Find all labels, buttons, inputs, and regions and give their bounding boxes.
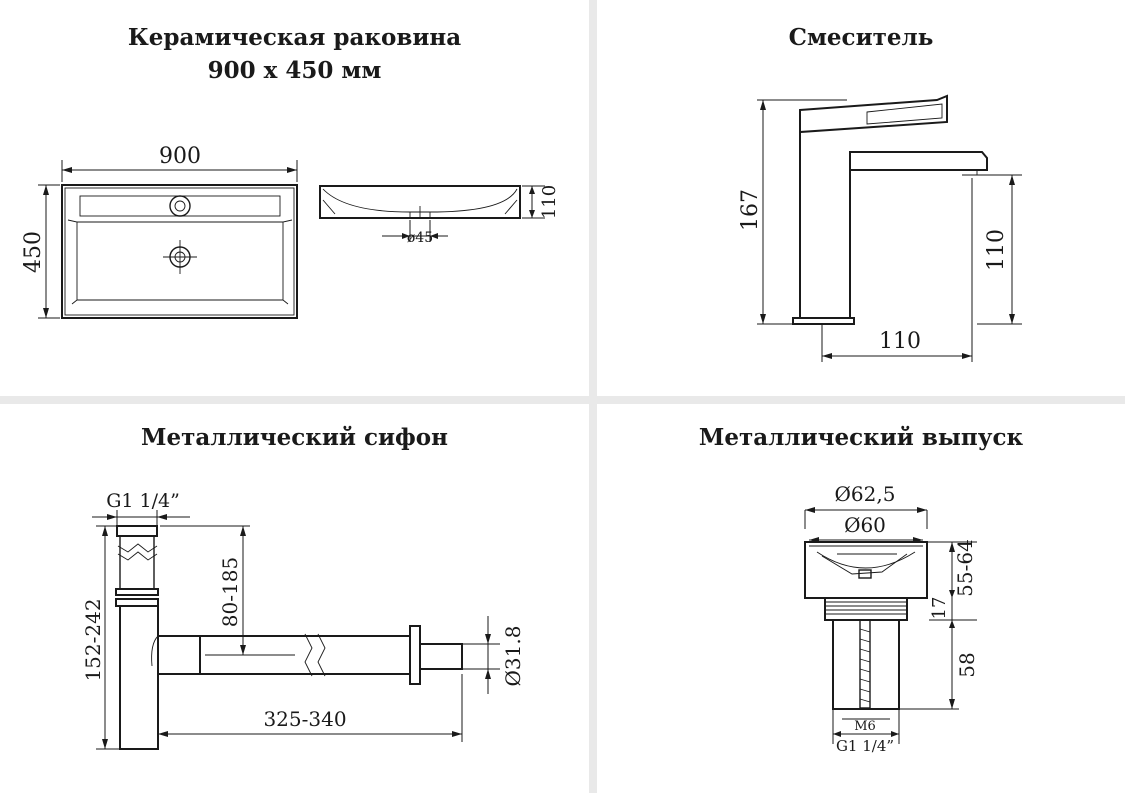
drain-body-label: 58 bbox=[955, 652, 979, 677]
basin-width-label: 900 bbox=[159, 144, 201, 169]
siphon-height-label: 152-242 bbox=[81, 598, 105, 681]
basin-depth-label: 450 bbox=[21, 231, 46, 273]
siphon-title: Металлический сифон bbox=[141, 424, 448, 451]
panel-mixer: Смеситель 167 110 110 bbox=[597, 0, 1125, 396]
basin-title-line2: 900 х 450 мм bbox=[207, 57, 382, 84]
basin-height-label: 110 bbox=[539, 185, 560, 219]
siphon-upper-label: 80-185 bbox=[218, 557, 242, 627]
siphon-body bbox=[115, 525, 463, 750]
drain-screw-label: M6 bbox=[854, 719, 876, 734]
basin-side-view bbox=[319, 185, 521, 219]
basin-top-view bbox=[61, 184, 298, 319]
siphon-thread-label: G1 1/4” bbox=[106, 490, 180, 512]
panel-drain: Металлический выпуск Ø62,5 Ø60 bbox=[597, 404, 1125, 793]
mixer-reach-label: 110 bbox=[879, 329, 921, 354]
basin-drain-label: ø45 bbox=[407, 230, 433, 246]
drain-outer-diameter-label: Ø62,5 bbox=[835, 482, 896, 506]
drain-range-label: 55-64 bbox=[953, 539, 977, 597]
mixer-body bbox=[792, 94, 988, 325]
basin-drawing: 900 450 bbox=[21, 144, 560, 319]
mixer-drawing: 167 110 110 bbox=[738, 94, 1022, 362]
panel-siphon: Металлический сифон G1 1/4” bbox=[0, 404, 589, 793]
mixer-spout-height-label: 110 bbox=[984, 229, 1009, 271]
drain-thread-label: G1 1/4” bbox=[836, 737, 894, 755]
siphon-length-label: 325-340 bbox=[263, 707, 346, 731]
mixer-title: Смеситель bbox=[788, 24, 934, 51]
drain-title: Металлический выпуск bbox=[698, 424, 1024, 451]
drain-body bbox=[804, 541, 928, 710]
basin-title-line1: Керамическая раковина bbox=[127, 24, 462, 51]
drain-drawing: Ø62,5 Ø60 55-64 bbox=[804, 482, 979, 755]
drain-inner-diameter-label: Ø60 bbox=[844, 513, 886, 537]
siphon-drawing: G1 1/4” 152-242 bbox=[81, 490, 525, 750]
panel-basin: Керамическая раковина 900 х 450 мм 900 4… bbox=[0, 0, 589, 396]
siphon-diameter-label: Ø31.8 bbox=[501, 626, 525, 687]
drain-cap-label: 17 bbox=[929, 597, 950, 620]
mixer-height-label: 167 bbox=[738, 189, 763, 231]
